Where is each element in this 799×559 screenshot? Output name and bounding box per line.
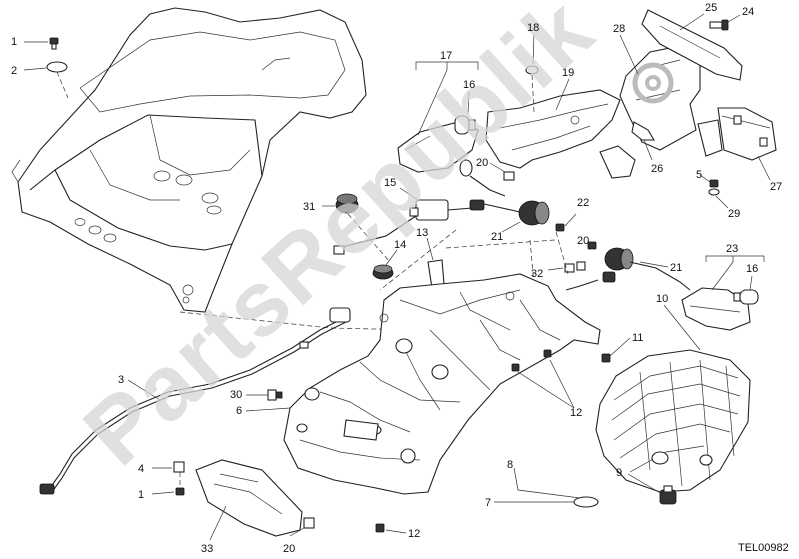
callout-10: 10 bbox=[656, 293, 668, 305]
callout-26: 26 bbox=[651, 163, 663, 175]
screw-24 bbox=[709, 19, 729, 31]
tail-light-10 bbox=[595, 349, 751, 493]
callout-13: 13 bbox=[416, 227, 428, 239]
clip-4 bbox=[173, 461, 185, 473]
callout-6: 6 bbox=[236, 405, 242, 417]
screw-11 bbox=[601, 353, 611, 363]
callout-20-mid: 20 bbox=[577, 235, 589, 247]
screw-1-bottom bbox=[175, 487, 185, 496]
seat-subframe bbox=[11, 7, 367, 313]
screw-22 bbox=[555, 223, 565, 232]
callout-14: 14 bbox=[394, 239, 406, 251]
grommet-14 bbox=[372, 264, 394, 280]
callout-9: 9 bbox=[616, 467, 622, 479]
washer-2 bbox=[46, 61, 68, 73]
bulb-holder-9 bbox=[659, 485, 677, 505]
clip-30 bbox=[267, 389, 283, 401]
clip-20-bottom bbox=[303, 517, 315, 529]
bracket-19 bbox=[485, 89, 636, 179]
washer-29 bbox=[708, 188, 720, 196]
callout-28: 28 bbox=[613, 23, 625, 35]
bulb-16-top bbox=[454, 115, 476, 135]
callout-21-right: 21 bbox=[670, 262, 682, 274]
screws-12-mid bbox=[511, 349, 552, 372]
plate-bracket-25 bbox=[641, 9, 743, 81]
callout-1-bottom: 1 bbox=[138, 489, 144, 501]
callout-1: 1 bbox=[11, 36, 17, 48]
callout-29: 29 bbox=[728, 208, 740, 220]
callout-19: 19 bbox=[562, 67, 574, 79]
callout-17: 17 bbox=[440, 50, 452, 62]
cover-33 bbox=[195, 459, 303, 537]
grommet-21-right bbox=[565, 247, 691, 291]
grommet-31 bbox=[335, 193, 359, 214]
seal-7 bbox=[573, 496, 599, 508]
callout-16-right: 16 bbox=[746, 263, 758, 275]
screw-12-bottom bbox=[375, 523, 385, 533]
callout-7: 7 bbox=[485, 497, 491, 509]
callout-30: 30 bbox=[230, 389, 242, 401]
callout-20-bottom: 20 bbox=[283, 543, 295, 555]
reflector-bracket-27 bbox=[697, 107, 777, 161]
bulb-16-right bbox=[733, 289, 759, 305]
grommet-21-top bbox=[483, 200, 550, 226]
screw-1-top bbox=[49, 37, 59, 50]
rear-hugger bbox=[283, 273, 601, 495]
callout-23: 23 bbox=[726, 243, 738, 255]
callout-3: 3 bbox=[118, 374, 124, 386]
callout-20-top: 20 bbox=[476, 157, 488, 169]
callout-5: 5 bbox=[696, 169, 702, 181]
callout-2: 2 bbox=[11, 65, 17, 77]
clip-26 bbox=[631, 121, 655, 141]
callout-27: 27 bbox=[770, 181, 782, 193]
screw-5 bbox=[709, 179, 719, 188]
callout-32: 32 bbox=[531, 268, 543, 280]
clip-32 bbox=[564, 261, 586, 273]
fastener-18 bbox=[525, 65, 539, 75]
wiring-harness-3 bbox=[39, 307, 351, 495]
callout-8: 8 bbox=[507, 459, 513, 471]
callout-21-top: 21 bbox=[491, 231, 503, 243]
callout-4: 4 bbox=[138, 463, 144, 475]
callout-15: 15 bbox=[384, 177, 396, 189]
relay-15 bbox=[333, 199, 485, 255]
callout-11: 11 bbox=[632, 332, 643, 344]
callout-24: 24 bbox=[742, 6, 754, 18]
connector-20-top bbox=[503, 171, 515, 181]
callout-18: 18 bbox=[527, 22, 539, 34]
callout-16-top: 16 bbox=[463, 79, 475, 91]
callout-22: 22 bbox=[577, 197, 589, 209]
gear-watermark-icon bbox=[632, 62, 674, 104]
plate-light-23 bbox=[681, 287, 751, 331]
callout-31: 31 bbox=[303, 201, 315, 213]
screw-20-mid bbox=[587, 241, 597, 250]
callout-25: 25 bbox=[705, 2, 717, 14]
callout-12-mid: 12 bbox=[570, 407, 582, 419]
callout-labels: 1 2 31 17 16 18 19 28 25 24 20 26 15 21 … bbox=[11, 2, 782, 555]
callout-33: 33 bbox=[201, 543, 213, 555]
drawing-code: TEL00982 bbox=[738, 542, 789, 554]
callout-12-bottom: 12 bbox=[408, 528, 420, 540]
